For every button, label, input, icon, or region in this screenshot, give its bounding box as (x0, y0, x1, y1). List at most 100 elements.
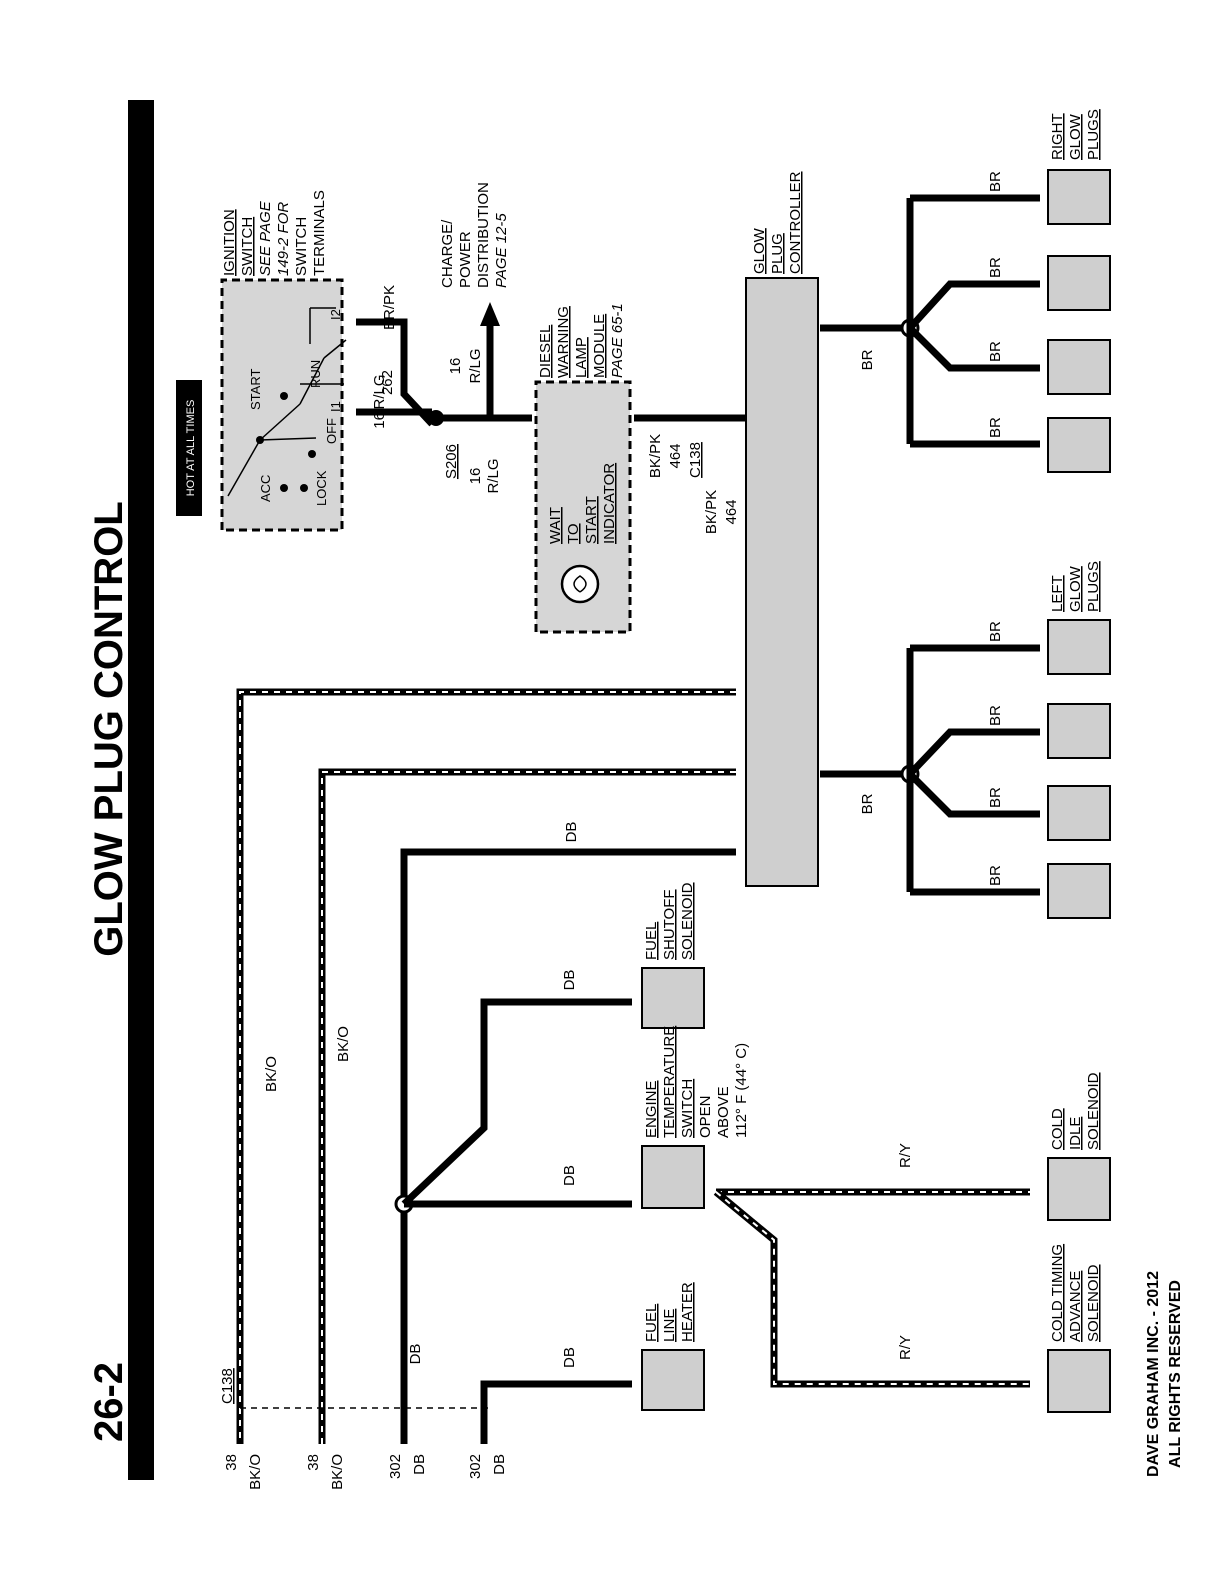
indicator-label-3: START (583, 496, 600, 544)
ignition-position-acc: ACC (258, 475, 273, 502)
fuel-line-heater (641, 1349, 705, 1411)
wire-label-db-main: DB (563, 822, 580, 843)
wire-db-fuel-heater (480, 1380, 632, 1444)
wire-label-464-2: 464 (723, 499, 740, 524)
right-glow-plug-4 (1047, 417, 1111, 473)
wire-label-bko-a: BK/O (247, 1454, 264, 1490)
fuel-shutoff-label-3: SOLENOID (679, 882, 696, 960)
charge-label-3: DISTRIBUTION (475, 182, 492, 288)
ignition-position-lock: LOCK (314, 470, 329, 506)
engine-temp-label-2: TEMPERATURE (661, 1026, 678, 1138)
ignition-terminal-i2: I2 (328, 309, 343, 320)
charge-arrow-icon (480, 302, 500, 326)
wire-label-ry-timing: R/Y (897, 1335, 914, 1360)
wire-label-16-2: 16 (467, 468, 484, 485)
wire-label-bko-b: BK/O (329, 1454, 346, 1490)
circuit-38-b: 38 (305, 1454, 322, 1471)
engine-temp-label-5: ABOVE (715, 1086, 732, 1138)
left-glow-plug-3 (1047, 785, 1111, 841)
ignition-position-off: OFF (324, 418, 339, 444)
ignition-switch-box (220, 278, 344, 532)
wire-label-br-left-main: BR (859, 793, 876, 814)
wire-label-16-charge: 16 (447, 358, 464, 375)
circuit-302-b: 302 (467, 1454, 484, 1479)
wire-brpk-262 (356, 318, 435, 427)
lamp-module-label-4: MODULE (591, 314, 608, 378)
charge-label-1: CHARGE/ (439, 219, 456, 288)
title-bar (128, 100, 154, 1480)
wire-label-bko-outer: BK/O (263, 1056, 280, 1092)
left-plugs-label-1: LEFT (1049, 575, 1066, 612)
ignition-label-5: SWITCH (293, 217, 310, 276)
engine-temp-label-3: SWITCH (679, 1079, 696, 1138)
wire-label-br-l1: BR (987, 621, 1004, 642)
wire-label-db-heater: DB (561, 1347, 578, 1368)
wire-label-br-r3: BR (987, 341, 1004, 362)
engine-temp-label-6: 112° F (44° C) (733, 1043, 750, 1138)
engine-temp-label-1: ENGINE (643, 1080, 660, 1138)
wire-label-db-a: DB (411, 1454, 428, 1475)
fuel-shutoff-label-2: SHUTOFF (661, 889, 678, 960)
charge-label-4: PAGE 12-5 (493, 213, 510, 288)
fuel-line-heater-label-1: FUEL (643, 1304, 660, 1342)
indicator-label-1: WAIT (547, 507, 564, 544)
wire-label-br-r1: BR (987, 171, 1004, 192)
wire-db-fuel-shutoff (401, 998, 632, 1207)
wire-label-rlg-1: R/LG (371, 374, 388, 409)
cold-timing-advance-solenoid (1047, 1349, 1111, 1413)
cold-idle-label-1: COLD (1049, 1108, 1066, 1150)
fuel-line-heater-label-3: HEATER (679, 1282, 696, 1342)
wire-label-db-shutoff: DB (561, 970, 578, 991)
wire-label-br-r2: BR (987, 257, 1004, 278)
left-glow-plug-4 (1047, 863, 1111, 919)
ignition-label-2: SWITCH (239, 217, 256, 276)
connector-c138-top: C138 (687, 442, 704, 478)
right-glow-plug-3 (1047, 339, 1111, 395)
cold-idle-solenoid (1047, 1157, 1111, 1221)
wait-to-start-lamp-module (534, 380, 632, 634)
hot-at-all-times-text: HOT AT ALL TIMES (185, 400, 197, 497)
wire-label-ry-idle: R/Y (897, 1143, 914, 1168)
controller-label-2: PLUG (769, 233, 786, 274)
page-number: 26-2 (87, 1362, 131, 1442)
copyright-line-1: DAVE GRAHAM INC. - 2012 (1145, 1271, 1162, 1477)
right-plugs-label-2: GLOW (1067, 113, 1084, 160)
wire-label-db-vertical: DB (407, 1344, 424, 1365)
lamp-module-label-5: PAGE 65-1 (609, 303, 626, 378)
indicator-label-2: TO (565, 523, 582, 544)
left-glow-plug-2 (1047, 703, 1111, 759)
left-plugs-label-3: PLUGS (1085, 561, 1102, 612)
lamp-module-label-2: WARNING (555, 306, 572, 378)
ignition-position-start: START (248, 369, 263, 410)
wire-label-262: 262 (379, 370, 396, 395)
lamp-module-label-1: DIESEL (537, 325, 554, 378)
cold-timing-label-2: ADVANCE (1067, 1271, 1084, 1342)
connector-c138-left: C138 (219, 1368, 236, 1404)
cold-idle-label-2: IDLE (1067, 1117, 1084, 1150)
wire-label-db-temp: DB (561, 1165, 578, 1186)
wire-label-br-r4: BR (987, 417, 1004, 438)
lamp-module-label-3: LAMP (573, 337, 590, 378)
engine-temp-label-4: OPEN (697, 1095, 714, 1138)
left-plugs-label-2: GLOW (1067, 565, 1084, 612)
cold-timing-label-1: COLD TIMING (1049, 1244, 1066, 1342)
engine-temperature-switch (641, 1145, 705, 1209)
wire-label-bkpk-2: BK/PK (703, 490, 720, 534)
ignition-label-6: TERMINALS (311, 190, 328, 276)
wire-label-bkpk-1: BK/PK (647, 434, 664, 478)
fuel-shutoff-label-1: FUEL (643, 922, 660, 960)
right-glow-plug-2 (1047, 255, 1111, 311)
circuit-38-a: 38 (223, 1454, 240, 1471)
glow-plug-controller (745, 277, 819, 887)
controller-label-1: GLOW (751, 227, 768, 274)
page-title: GLOW PLUG CONTROL (87, 501, 131, 957)
fuel-line-heater-label-2: LINE (661, 1309, 678, 1342)
cold-timing-label-3: SOLENOID (1085, 1264, 1102, 1342)
right-plugs-label-3: PLUGS (1085, 109, 1102, 160)
ignition-position-run: RUN (308, 360, 323, 388)
wire-label-464-1: 464 (667, 443, 684, 468)
right-glow-plug-1 (1047, 169, 1111, 225)
fuel-shutoff-solenoid (641, 967, 705, 1029)
